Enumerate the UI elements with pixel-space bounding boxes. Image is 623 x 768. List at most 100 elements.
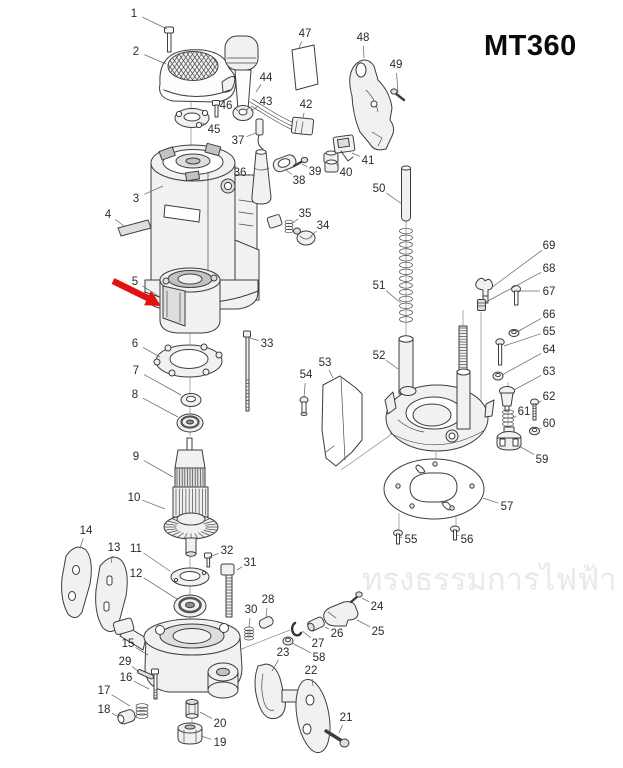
leader-line-29 xyxy=(131,666,140,673)
leader-line-34 xyxy=(310,230,317,237)
part-60-nut xyxy=(529,426,540,436)
part-14-handle-plate xyxy=(61,546,92,618)
leader-line-11 xyxy=(143,552,171,572)
leader-line-7 xyxy=(143,374,182,396)
part-1-screw xyxy=(164,26,174,53)
part-label-62: 62 xyxy=(543,391,556,403)
part-label-57: 57 xyxy=(501,501,514,513)
part-33-bolt xyxy=(243,330,251,412)
part-label-41: 41 xyxy=(362,155,375,167)
part-label-60: 60 xyxy=(543,418,556,430)
part-8-ball-bearing xyxy=(176,413,204,433)
part-53-chip-guard xyxy=(321,375,363,467)
leader-line-52 xyxy=(385,359,399,370)
part-30-spring xyxy=(244,626,254,641)
leader-line-25 xyxy=(356,619,371,628)
part-label-69: 69 xyxy=(543,240,556,252)
part-64-nut xyxy=(492,371,504,381)
leader-line-21 xyxy=(338,725,343,734)
part-31-bolt xyxy=(220,563,235,618)
part-38-brush-holder xyxy=(272,154,297,173)
part-13-handle-plate xyxy=(95,556,128,632)
part-label-26: 26 xyxy=(331,628,344,640)
part-label-9: 9 xyxy=(133,451,139,463)
part-label-55: 55 xyxy=(405,534,418,546)
leader-line-8 xyxy=(142,397,179,418)
part-61-spring xyxy=(502,409,514,427)
leader-line-68 xyxy=(485,271,542,303)
leader-line-6 xyxy=(142,347,161,358)
part-19-collet-nut xyxy=(177,722,203,745)
leader-line-62 xyxy=(537,400,542,404)
part-34-cap xyxy=(296,230,316,246)
part-label-19: 19 xyxy=(214,737,227,749)
part-32-screw xyxy=(204,552,212,568)
leader-line-30 xyxy=(248,617,251,628)
part-35-spindle-lock xyxy=(266,214,301,235)
part-label-11: 11 xyxy=(130,543,142,555)
leader-line-58 xyxy=(291,642,312,654)
leader-line-12 xyxy=(143,577,178,600)
part-24-screw xyxy=(349,591,363,604)
part-label-8: 8 xyxy=(132,389,138,401)
part-label-38: 38 xyxy=(293,175,306,187)
part-label-54: 54 xyxy=(300,369,313,381)
leader-line-63 xyxy=(513,374,542,391)
part-label-46: 46 xyxy=(220,100,233,112)
part-label-5: 5 xyxy=(132,276,138,288)
part-label-24: 24 xyxy=(371,601,384,613)
part-label-39: 39 xyxy=(309,166,322,178)
leader-line-40 xyxy=(335,163,340,167)
leader-line-35 xyxy=(292,218,299,224)
leader-line-13 xyxy=(110,555,113,564)
part-25-lock-lever xyxy=(323,601,359,627)
part-54-bolt xyxy=(299,396,309,416)
part-21-bolt xyxy=(324,729,350,748)
part-label-61: 61 xyxy=(518,406,531,418)
part-label-17: 17 xyxy=(98,685,111,697)
part-43-nut xyxy=(232,105,254,121)
shop-watermark: ทรงธรรมการไฟฟ้า xyxy=(362,562,617,598)
leader-line-4 xyxy=(114,219,125,227)
leader-line-43 xyxy=(250,105,259,112)
part-49-screw xyxy=(390,88,406,102)
part-26-plug xyxy=(307,616,325,632)
part-15-bearing-box-base xyxy=(112,617,243,699)
leader-line-19 xyxy=(200,735,212,740)
part-27-retaining-ring xyxy=(290,621,303,637)
part-label-3: 3 xyxy=(133,193,139,205)
part-label-50: 50 xyxy=(373,183,386,195)
part-label-23: 23 xyxy=(277,647,290,659)
part-label-32: 32 xyxy=(221,545,234,557)
part-label-49: 49 xyxy=(390,59,403,71)
part-label-34: 34 xyxy=(317,220,330,232)
part-label-27: 27 xyxy=(312,638,325,650)
part-45-fan-baffle xyxy=(174,108,210,129)
part-label-59: 59 xyxy=(536,454,549,466)
leader-line-57 xyxy=(482,497,499,504)
model-title: MT360 xyxy=(484,30,577,62)
part-41-switch xyxy=(332,134,356,162)
part-label-45: 45 xyxy=(208,124,221,136)
leader-line-36 xyxy=(248,173,256,177)
part-label-6: 6 xyxy=(132,338,138,350)
leader-line-3 xyxy=(144,185,164,195)
leader-line-59 xyxy=(518,445,535,455)
part-label-64: 64 xyxy=(543,344,556,356)
part-label-2: 2 xyxy=(133,46,139,58)
leader-line-45 xyxy=(201,122,207,126)
part-48-handle-bracket xyxy=(349,59,395,151)
part-label-58: 58 xyxy=(313,652,326,664)
leader-line-15 xyxy=(135,647,149,656)
part-5-stator xyxy=(159,267,221,334)
part-label-43: 43 xyxy=(260,96,273,108)
part-16-screw xyxy=(151,668,159,700)
leader-line-47 xyxy=(298,41,303,49)
leader-line-42 xyxy=(302,112,305,119)
part-label-4: 4 xyxy=(105,209,112,221)
leader-line-17 xyxy=(111,694,131,707)
leader-line-65 xyxy=(503,333,541,347)
leader-line-66 xyxy=(516,318,542,333)
leader-line-16 xyxy=(133,680,150,690)
